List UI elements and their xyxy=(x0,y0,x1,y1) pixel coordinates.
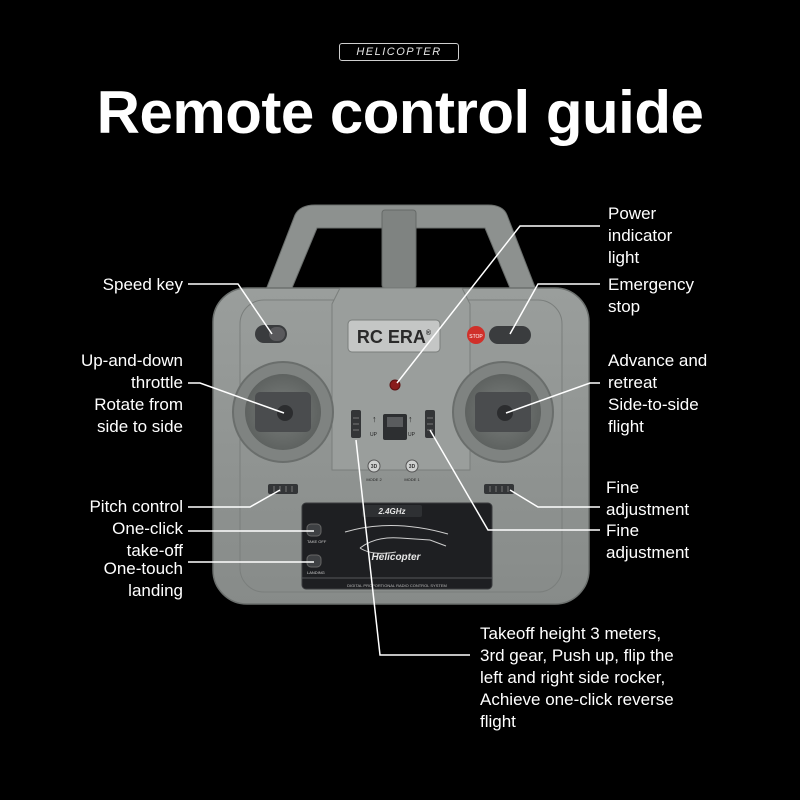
callout-text: Power indicator light xyxy=(608,204,673,267)
mode1-3d-icon: 3D xyxy=(409,464,416,470)
emergency-stop-button[interactable]: STOP xyxy=(467,326,531,344)
callout-lines xyxy=(188,225,600,656)
landing-button[interactable]: LANDING xyxy=(306,554,325,575)
up-arrow-icon: ↑ xyxy=(408,414,413,424)
speed-key[interactable] xyxy=(255,325,287,343)
callout-text: Fine adjustment xyxy=(606,521,690,562)
mode-switch[interactable] xyxy=(383,414,407,440)
fine-adjustment-trim[interactable] xyxy=(484,484,514,494)
up-label-right: UP xyxy=(408,432,416,438)
page-title: Remote control guide xyxy=(96,79,704,146)
takeoff-label: TAKE OFF xyxy=(307,539,327,544)
panel-footer-text: DIGITAL PROPORTIONAL RADIO CONTROL SYSTE… xyxy=(347,583,447,588)
callout-text: Takeoff height 3 meters, 3rd gear, Push … xyxy=(480,624,674,731)
callout-one-touch-landing: One-touch landing xyxy=(104,558,183,602)
brand-logo: RC ERA® xyxy=(357,327,432,347)
stop-icon-label: STOP xyxy=(469,334,483,340)
mode2-3d-button[interactable]: 3D MODE 2 xyxy=(366,459,382,482)
helicopter-badge: HELICOPTER xyxy=(339,43,459,61)
mode1-label: MODE 1 xyxy=(404,477,420,482)
right-stick[interactable] xyxy=(452,361,554,463)
callout-one-click-takeoff: One-click take-off xyxy=(112,518,183,562)
lower-panel: 2.4GHz DIGITAL PROPORTIONAL RADIO CONTRO… xyxy=(301,502,493,590)
callout-text: Advance and retreat Side-to-side flight xyxy=(608,351,708,436)
mode1-3d-button[interactable]: 3D MODE 1 xyxy=(404,459,420,482)
callout-text: One-click take-off xyxy=(112,519,183,560)
mode2-3d-icon: 3D xyxy=(371,464,378,470)
callout-fine-adjustment-2: Fine adjustment xyxy=(606,520,689,564)
callout-text: Up-and-down throttle Rotate from side to… xyxy=(80,351,183,436)
callout-text: Emergency stop xyxy=(608,275,694,316)
right-trim-switch[interactable] xyxy=(425,410,435,438)
callout-power-indicator: Power indicator light xyxy=(608,203,672,269)
up-label-left: UP xyxy=(370,432,378,438)
brand-plate: RC ERA® xyxy=(347,319,441,353)
takeoff-button[interactable]: TAKE OFF xyxy=(306,523,327,544)
helicopter-logo-icon xyxy=(344,524,449,554)
callout-speed-key: Speed key xyxy=(103,274,183,296)
callout-text: One-touch landing xyxy=(103,559,183,600)
callout-fine-adjustment-1: Fine adjustment xyxy=(606,477,689,521)
landing-label: LANDING xyxy=(307,570,325,575)
callout-throttle: Up-and-down throttle Rotate from side to… xyxy=(81,350,183,438)
callout-text: Speed key xyxy=(102,275,183,294)
up-arrow-icon: ↑ xyxy=(372,414,377,424)
left-trim-switch[interactable] xyxy=(351,410,361,438)
callout-takeoff-height: Takeoff height 3 meters, 3rd gear, Push … xyxy=(480,623,674,733)
callout-text: Pitch control xyxy=(89,497,183,516)
mode2-label: MODE 2 xyxy=(366,477,382,482)
callout-pitch-control: Pitch control xyxy=(89,496,183,518)
registered-mark: ® xyxy=(426,329,432,337)
pitch-control-trim[interactable] xyxy=(268,484,298,494)
callout-advance-retreat: Advance and retreat Side-to-side flight xyxy=(608,350,707,438)
antenna xyxy=(381,209,417,289)
callout-emergency-stop: Emergency stop xyxy=(608,274,694,318)
frequency-label: 2.4GHz xyxy=(377,507,405,516)
callout-text: Fine adjustment xyxy=(606,478,690,519)
model-name: Helicopter xyxy=(372,552,422,563)
